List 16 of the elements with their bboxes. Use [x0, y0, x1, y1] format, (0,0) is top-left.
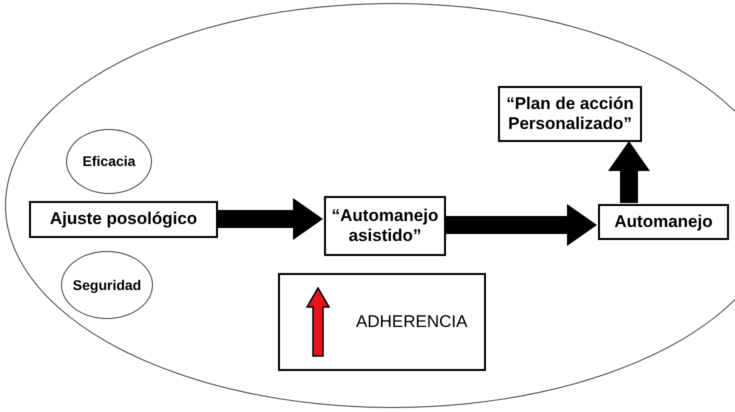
node-label: Eficacia [82, 153, 136, 170]
block-arrow [217, 198, 323, 240]
node-label: Automanejo [614, 212, 713, 232]
process-box [324, 196, 446, 256]
node-label: “Plan de acción Personalizado” [505, 94, 635, 134]
block-arrow [445, 204, 597, 246]
block-arrow [608, 141, 650, 203]
process-box [498, 86, 642, 142]
node-label: Seguridad [72, 276, 142, 294]
process-box [278, 273, 486, 371]
ellipse-boundary [5, 3, 735, 408]
process-box [29, 201, 218, 238]
node-label: Ajuste posológico [50, 209, 198, 230]
process-box [598, 204, 729, 240]
node-label: ADHERENCIA [356, 312, 468, 332]
node-label: “Automanejo asistido” [330, 206, 440, 246]
